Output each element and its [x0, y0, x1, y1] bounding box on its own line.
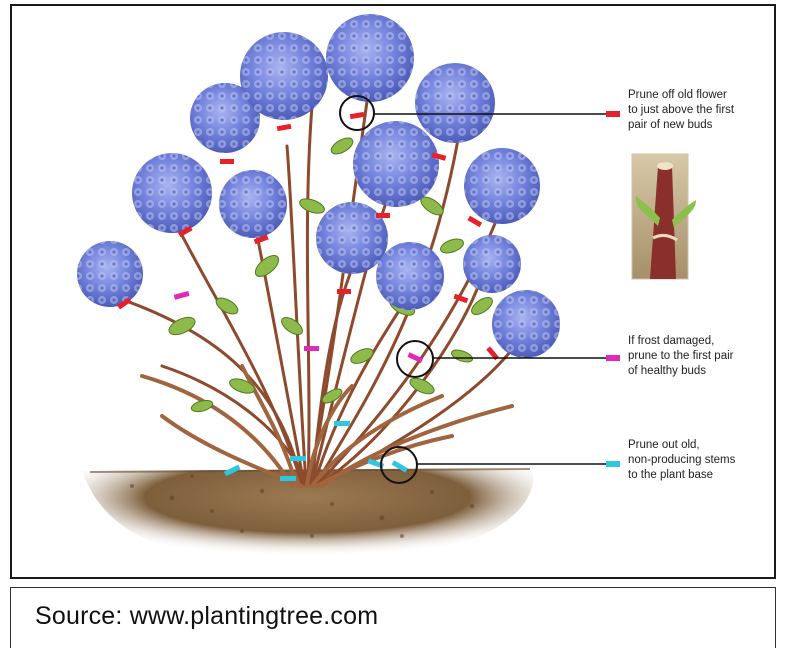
diagram-frame: Prune off old flower to just above the f… — [10, 4, 776, 579]
caption-box: Source: www.plantingtree.com — [10, 587, 776, 648]
hydrangea-flower-icon — [415, 63, 495, 143]
hydrangea-flower-icon — [326, 14, 414, 102]
leaves — [166, 135, 495, 414]
hydrangea-flower-icon — [463, 235, 521, 293]
hydrangea-flower-icon — [464, 148, 540, 224]
hydrangea-flower-icon — [316, 202, 388, 274]
hydrangea-flower-icon — [376, 242, 444, 310]
source-caption: Source: www.plantingtree.com — [35, 602, 378, 631]
hydrangea-flower-icon — [132, 153, 212, 233]
hydrangea-flower-icon — [240, 32, 328, 120]
legend-marker-magenta — [606, 355, 620, 361]
hydrangea-flower-icon — [353, 121, 439, 207]
hydrangea-flower-icon — [77, 241, 143, 307]
stem-cut-photo-icon — [632, 154, 696, 279]
annotation-base: Prune out old, non-producing stems to th… — [628, 438, 735, 483]
hydrangea-flower-icon — [492, 290, 560, 358]
legend-marker-cyan — [606, 461, 620, 467]
hydrangea-flower-icon — [219, 170, 287, 238]
annotation-frost: If frost damaged, prune to the first pai… — [628, 334, 733, 379]
legend-marker-red — [606, 111, 620, 117]
annotation-old-flower: Prune off old flower to just above the f… — [628, 88, 734, 133]
